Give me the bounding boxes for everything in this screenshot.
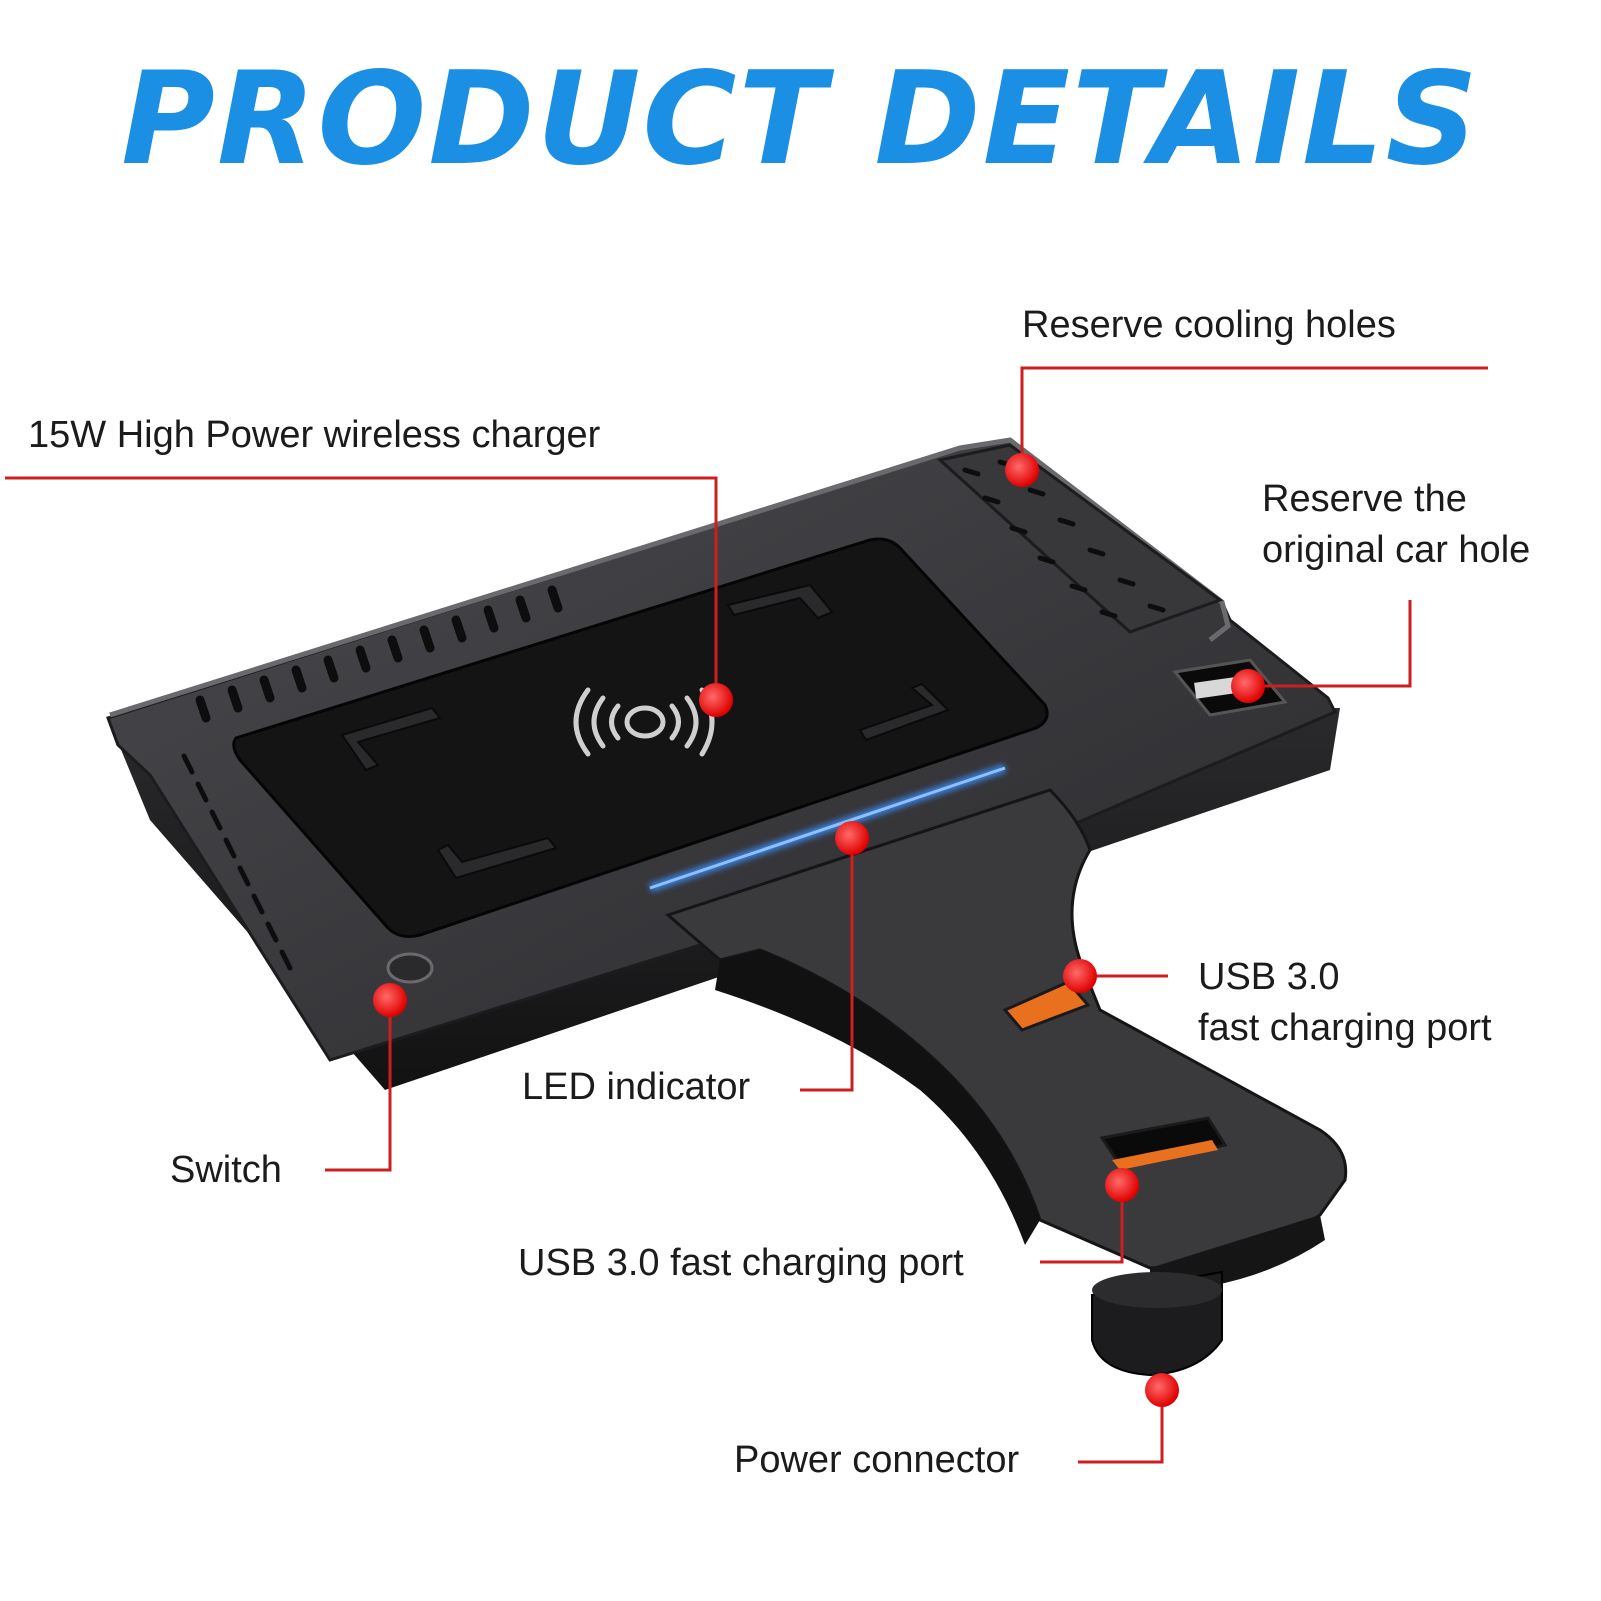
callout-dot-switch — [373, 983, 407, 1017]
callout-lines — [5, 366, 1488, 1464]
label-usb-upper-line1: USB 3.0 — [1198, 956, 1340, 998]
label-car-hole-line1: Reserve the — [1262, 478, 1467, 520]
power-connector-icon — [1091, 1270, 1223, 1377]
label-led-indicator: LED indicator — [522, 1066, 751, 1108]
pad-corner-guides — [340, 583, 950, 880]
label-switch: Switch — [170, 1149, 282, 1191]
label-cooling-holes: Reserve cooling holes — [1022, 304, 1396, 346]
callout-line-cooling-holes — [1020, 366, 1488, 470]
wireless-charging-icon — [573, 687, 715, 757]
callout-dot-usb-lower — [1105, 1168, 1139, 1202]
label-usb-upper-line2: fast charging port — [1198, 1007, 1492, 1050]
led-indicator-strip — [649, 766, 1006, 890]
callout-dot-power — [1145, 1373, 1179, 1407]
callout-dot-car-hole — [1231, 669, 1265, 703]
callout-line-led — [800, 838, 854, 1092]
label-usb-lower: USB 3.0 fast charging port — [518, 1242, 964, 1284]
callout-line-power — [1078, 1390, 1164, 1464]
charger-device — [106, 437, 1348, 1377]
callout-dot-wireless-charger — [699, 683, 733, 717]
usb-port-icon — [1002, 980, 1091, 1032]
page-title: PRODUCT DETAILS — [121, 45, 1480, 194]
callout-dot-usb-upper — [1063, 959, 1097, 993]
cooling-holes — [962, 459, 1166, 619]
usb-port-icon — [1099, 1116, 1228, 1170]
label-car-hole-line2: original car hole — [1262, 529, 1531, 572]
power-button-icon — [386, 952, 434, 984]
label-usb-upper: USB 3.0 fast charging port — [1198, 952, 1492, 1055]
callout-dot-cooling-holes — [1005, 453, 1039, 487]
side-vents — [181, 753, 293, 971]
label-power-connector: Power connector — [734, 1439, 1020, 1481]
ridge-vents — [195, 585, 563, 723]
callout-line-wireless-charger — [5, 476, 718, 700]
label-wireless-charger: 15W High Power wireless charger — [28, 414, 601, 456]
callout-line-car-hole — [1250, 600, 1412, 688]
callout-line-switch — [325, 1000, 392, 1172]
callout-dots — [373, 453, 1265, 1407]
label-car-hole: Reserve the original car hole — [1262, 474, 1530, 577]
callout-dot-led — [835, 821, 869, 855]
callout-line-usb-lower — [1040, 1185, 1124, 1264]
